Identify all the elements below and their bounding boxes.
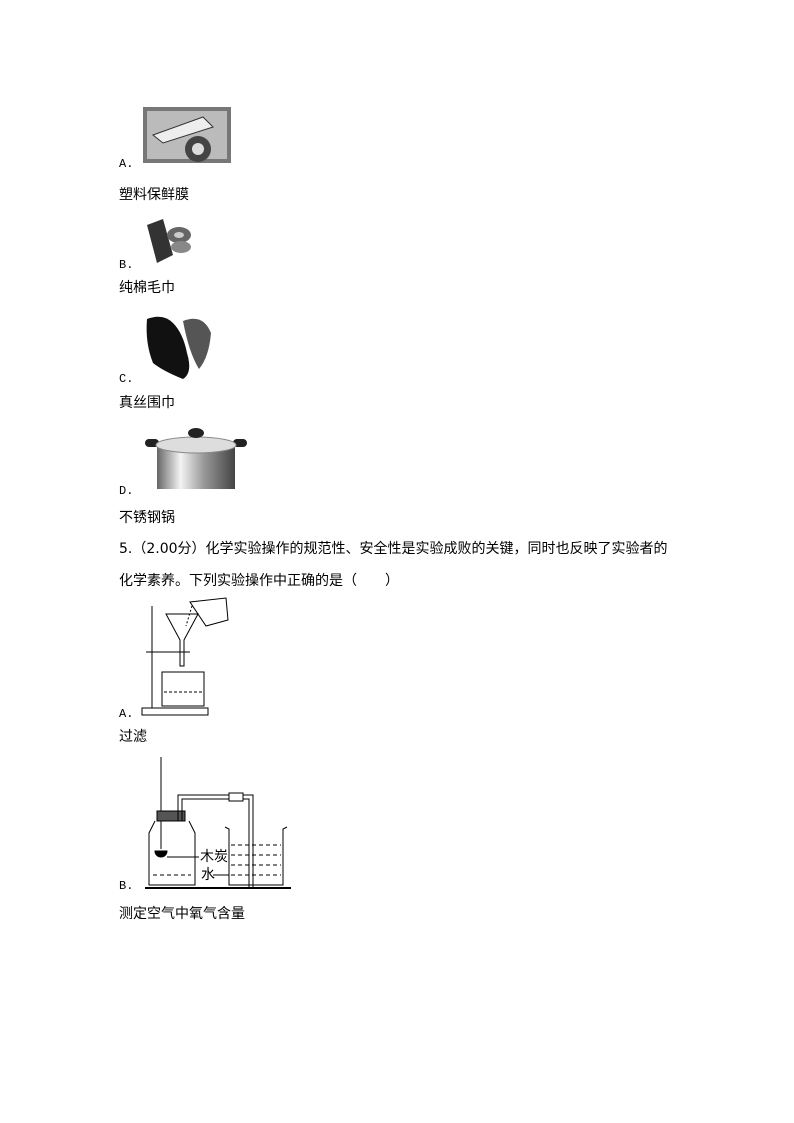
option-letter: C. — [119, 372, 134, 386]
filtration-diagram — [141, 597, 229, 716]
option-caption: 过滤 — [119, 729, 147, 745]
charcoal-label: 木炭 — [200, 849, 228, 865]
water-label: 水 — [201, 867, 215, 883]
option-caption: 测定空气中氧气含量 — [119, 906, 245, 922]
question-5-stem-line1: 5.（2.00分）化学实验操作的规范性、安全性是实验成败的关键，同时也反映了实验… — [119, 541, 668, 557]
option-caption: 不锈钢锅 — [119, 510, 175, 526]
plastic-wrap-image — [143, 107, 231, 163]
option-caption: 纯棉毛巾 — [119, 280, 175, 296]
option-letter: A. — [119, 157, 134, 171]
question-5-stem-line2: 化学素养。下列实验操作中正确的是（ ） — [119, 573, 399, 589]
cotton-towel-image — [147, 219, 191, 263]
option-letter: B. — [119, 879, 134, 893]
option-letter: D. — [119, 484, 134, 498]
option-caption: 塑料保鲜膜 — [119, 187, 189, 203]
stainless-pot-image — [145, 428, 247, 489]
option-caption: 真丝围巾 — [119, 395, 175, 411]
silk-scarf-image — [146, 316, 211, 379]
option-letter: B. — [119, 258, 134, 272]
oxygen-measurement-diagram: 木炭 水 — [145, 757, 291, 891]
option-letter: A. — [119, 707, 134, 721]
